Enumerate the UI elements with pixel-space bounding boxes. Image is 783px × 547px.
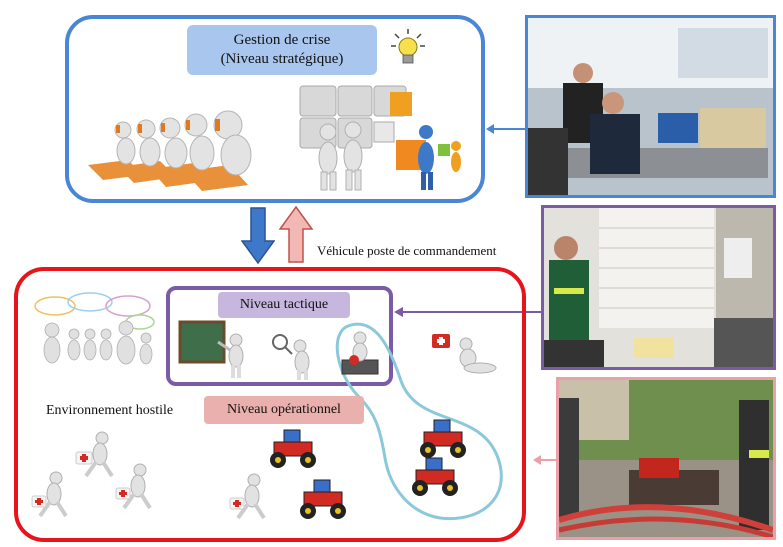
responder-illustration — [224, 472, 274, 522]
investigator-illustration — [270, 332, 320, 380]
up-arrow-icon — [279, 205, 313, 263]
controller-operator-illustration — [338, 330, 382, 378]
down-arrow-icon — [241, 207, 275, 265]
responder-illustration — [26, 470, 76, 520]
strategic-level-label: Gestion de crise (Niveau stratégique) — [187, 25, 377, 75]
robot-icon — [298, 478, 348, 522]
operational-level-label: Niveau opérationnel — [204, 396, 364, 424]
first-aid-rescue-illustration — [428, 328, 498, 376]
operational-zone-box — [14, 267, 526, 542]
command-vehicle-photo — [541, 205, 776, 370]
civilians-illustration — [30, 292, 160, 374]
hostile-environment-label: Environnement hostile — [46, 403, 174, 418]
tactical-level-label: Niveau tactique — [218, 292, 350, 318]
responder-illustration — [110, 462, 160, 512]
lightbulb-icon — [390, 28, 426, 68]
strategic-level-box — [65, 15, 485, 203]
vehicle-label: Véhicule poste de commandement — [317, 243, 497, 258]
puzzle-teamwork-illustration — [298, 82, 468, 194]
control-room-photo — [525, 15, 776, 198]
field-robot-photo — [556, 377, 776, 540]
photo-connectors — [380, 120, 560, 470]
strategic-label-line1: Gestion de crise — [233, 32, 331, 48]
strategic-label-line2: (Niveau stratégique) — [220, 51, 344, 67]
tactical-level-box — [166, 286, 393, 386]
robot-icon — [410, 456, 460, 498]
presenter-illustration — [178, 318, 258, 380]
robot-icon — [418, 418, 468, 460]
operators-illustration — [88, 95, 268, 195]
robot-icon — [268, 428, 318, 470]
first-aid-kit-icon — [72, 430, 124, 480]
